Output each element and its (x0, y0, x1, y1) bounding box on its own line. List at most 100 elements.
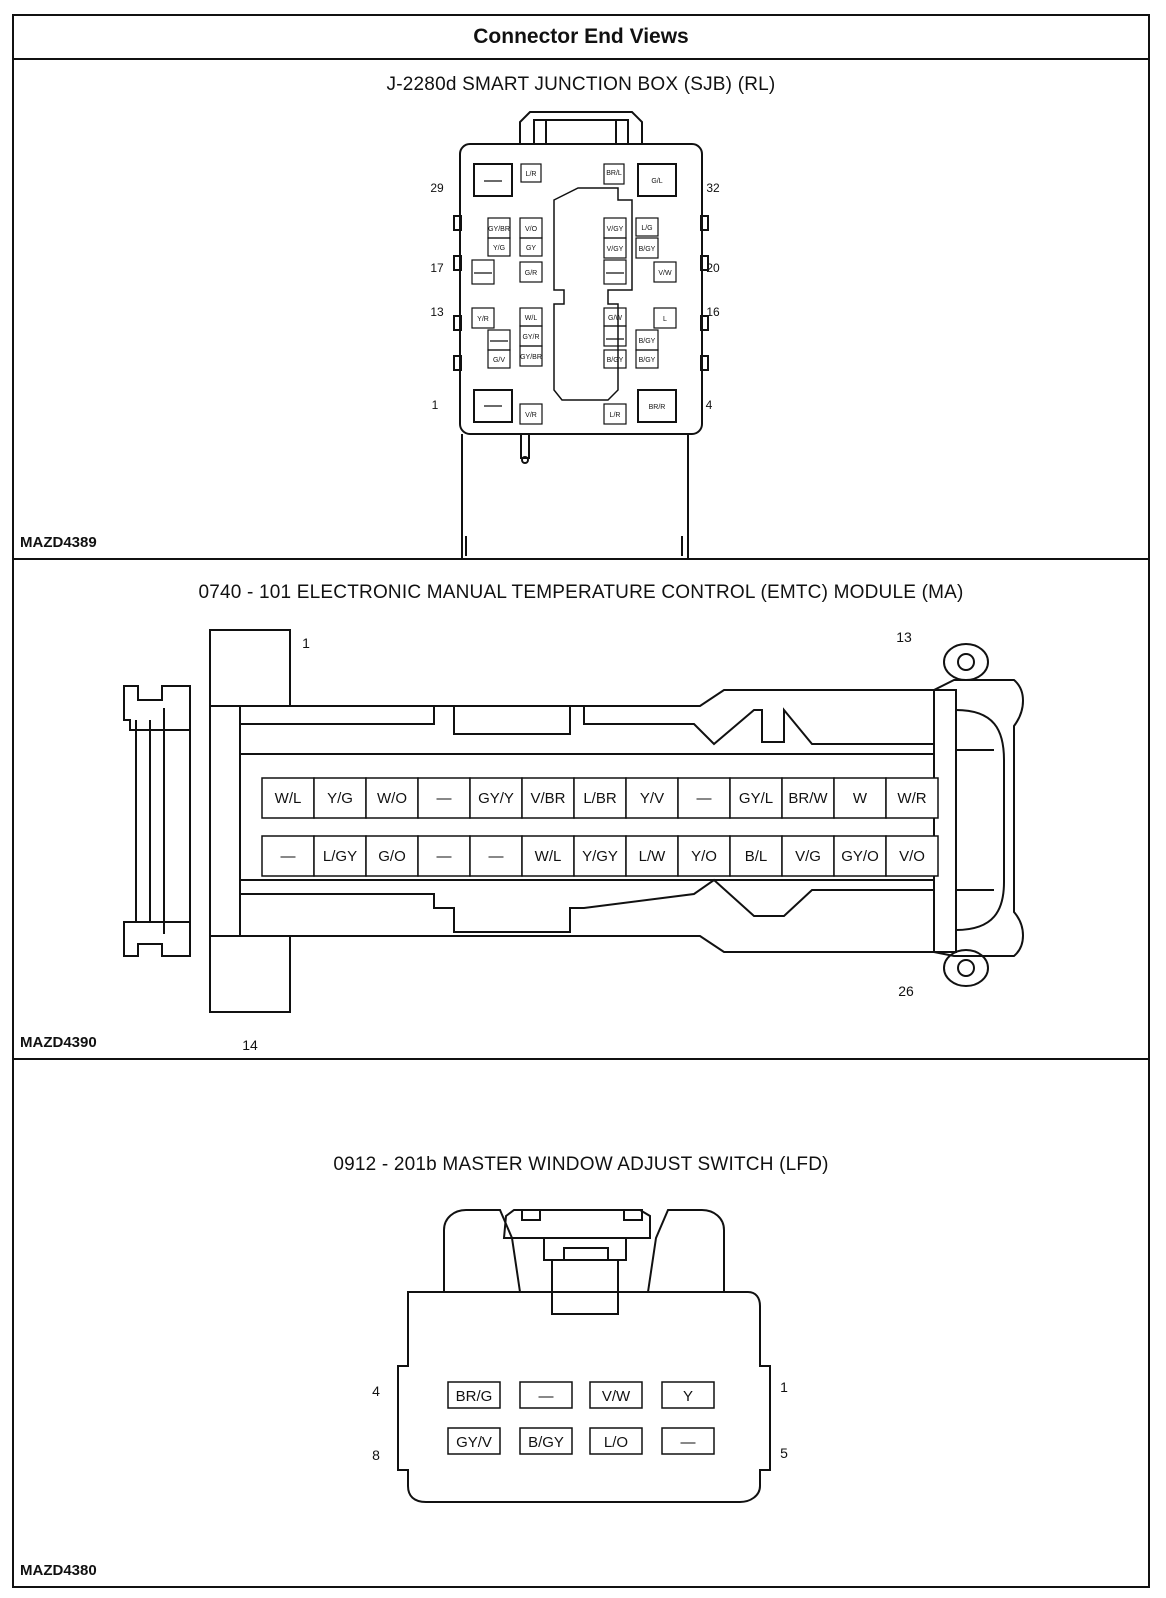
sjb-cavity-label: G/L (651, 178, 662, 185)
sjb-cavity-label: BR/L (606, 170, 622, 177)
sjb-pin-numbers: 29 32 17 20 13 16 1 4 (430, 181, 720, 412)
switch-bottom-row-cavities (447, 1427, 715, 1455)
pin-number: 1 (432, 398, 439, 412)
cavity-label: — (437, 790, 452, 807)
pin-number: 1 (302, 635, 310, 651)
cavity-label: L/BR (583, 790, 617, 807)
emtc-top-row-labels: W/L Y/G W/O — GY/Y V/BR L/BR Y/V — GY/L … (275, 790, 927, 807)
cavity-label: GY/V (456, 1434, 492, 1451)
emtc-pin-numbers: 1 13 14 26 (242, 629, 914, 1053)
cavity-label: Y (683, 1388, 693, 1405)
cavity-label: V/G (795, 848, 821, 865)
emtc-bottom-row-labels: — L/GY G/O — — W/L Y/GY L/W Y/O B/L V/G … (281, 848, 925, 865)
sjb-connector-title: J-2280d SMART JUNCTION BOX (SJB) (RL) (386, 74, 776, 95)
sjb-cavity-label: GY (526, 245, 536, 252)
cavity-label: Y/O (691, 848, 717, 865)
pin-number: 29 (430, 181, 444, 195)
cavity-label: — (681, 1434, 696, 1451)
diagram-code: MAZD4389 (20, 534, 97, 551)
sjb-cavity-label: B/GY (639, 357, 656, 364)
cavity-label: GY/Y (478, 790, 514, 807)
sjb-cavity-label: Y/R (477, 316, 489, 323)
cavity-label: V/BR (530, 790, 565, 807)
pin-number: 5 (780, 1445, 788, 1461)
pin-number: 32 (706, 181, 720, 195)
pin-number: 13 (896, 629, 912, 645)
sjb-cavity-label: L (663, 316, 667, 323)
pin-number: 17 (430, 261, 444, 275)
sjb-cavity-label: V/GY (607, 226, 624, 233)
sjb-cavity-label: BR/R (649, 404, 666, 411)
pin-number: 20 (706, 261, 720, 275)
sjb-cavity-label: V/GY (607, 246, 624, 253)
cavity-label: L/GY (323, 848, 357, 865)
diagram-code: MAZD4390 (20, 1034, 97, 1051)
cavity-label: — (281, 848, 296, 865)
emtc-connector-title: 0740 - 101 ELECTRONIC MANUAL TEMPERATURE… (198, 582, 964, 603)
switch-top-row-labels: BR/G — V/W Y (456, 1388, 693, 1405)
sjb-cavity-label: B/GY (607, 357, 624, 364)
sjb-cavity-label: L/R (610, 412, 621, 419)
switch-bottom-row-labels: GY/V B/GY L/O — (456, 1434, 695, 1451)
cavity-label: — (697, 790, 712, 807)
cavity-label: V/O (899, 848, 925, 865)
sjb-cavity-label: L/R (526, 171, 537, 178)
sjb-cavity-label: L/G (641, 225, 652, 232)
panel-sjb-connector: J-2280d SMART JUNCTION BOX (SJB) (RL) (14, 60, 1148, 560)
pin-number: 16 (706, 305, 720, 319)
sjb-cavity-label: GY/BR (520, 354, 542, 361)
cavity-label: BR/W (788, 790, 828, 807)
sjb-cavity-boxes (471, 163, 677, 425)
cavity-label: W/L (275, 790, 302, 807)
window-switch-connector-title: 0912 - 201b MASTER WINDOW ADJUST SWITCH … (333, 1154, 829, 1175)
cavity-label: G/O (378, 848, 406, 865)
cavity-label: GY/O (841, 848, 879, 865)
panel-window-switch-connector: 0912 - 201b MASTER WINDOW ADJUST SWITCH … (14, 1060, 1148, 1586)
pin-number: 14 (242, 1037, 258, 1053)
cavity-label: GY/L (739, 790, 773, 807)
pin-number: 4 (372, 1383, 380, 1399)
switch-pin-numbers: 4 1 8 5 (372, 1379, 788, 1463)
window-switch-connector-diagram: BR/G — V/W Y GY/V B/GY L/O — 4 1 8 5 (372, 1209, 788, 1503)
sjb-cavity-label: G/V (493, 357, 505, 364)
emtc-connector-diagram: W/L Y/G W/O — GY/Y V/BR L/BR Y/V — GY/L … (123, 629, 1024, 1053)
sjb-cavity-label: Y/G (493, 245, 505, 252)
cavity-label: B/L (745, 848, 768, 865)
cavity-label: Y/G (327, 790, 353, 807)
cavity-label: — (489, 848, 504, 865)
cavity-label: — (437, 848, 452, 865)
cavity-label: — (539, 1388, 554, 1405)
pin-number: 8 (372, 1447, 380, 1463)
cavity-label: W (853, 790, 868, 807)
cavity-label: L/W (639, 848, 667, 865)
pin-number: 13 (430, 305, 444, 319)
sjb-cavity-label: GY/BR (488, 226, 510, 233)
cavity-label: V/W (602, 1388, 631, 1405)
diagram-code: MAZD4380 (20, 1562, 97, 1579)
pin-number: 26 (898, 983, 914, 999)
sjb-cavity-label: V/W (658, 270, 672, 277)
cavity-label: Y/V (640, 790, 664, 807)
sjb-cavity-label: G/R (525, 270, 537, 277)
cavity-label: L/O (604, 1434, 628, 1451)
sjb-cavity-label: G/W (608, 315, 622, 322)
sjb-connector-diagram: L/R BR/L G/L GY/BR V/O V/GY L/G Y/G GY V… (430, 111, 720, 560)
sheet-title: Connector End Views (14, 16, 1148, 60)
sjb-cavity-label: V/O (525, 226, 538, 233)
sjb-cavity-label: B/GY (639, 246, 656, 253)
sjb-cavity-label: B/GY (639, 338, 656, 345)
pin-number: 1 (780, 1379, 788, 1395)
panel-emtc-connector: 0740 - 101 ELECTRONIC MANUAL TEMPERATURE… (14, 560, 1148, 1060)
emtc-top-row-cavities (261, 777, 939, 819)
cavity-label: W/O (377, 790, 407, 807)
sjb-cavity-label: V/R (525, 412, 537, 419)
switch-top-row-cavities (447, 1381, 715, 1409)
cavity-label: Y/GY (582, 848, 618, 865)
pin-number: 4 (706, 398, 713, 412)
sjb-cavity-label: W/L (525, 315, 538, 322)
cavity-label: B/GY (528, 1434, 564, 1451)
connector-sheet: Connector End Views J-2280d SMART JUNCTI… (12, 14, 1150, 1588)
sjb-cavity-label: GY/R (522, 334, 539, 341)
emtc-bottom-row-cavities (261, 835, 939, 877)
cavity-label: BR/G (456, 1388, 493, 1405)
